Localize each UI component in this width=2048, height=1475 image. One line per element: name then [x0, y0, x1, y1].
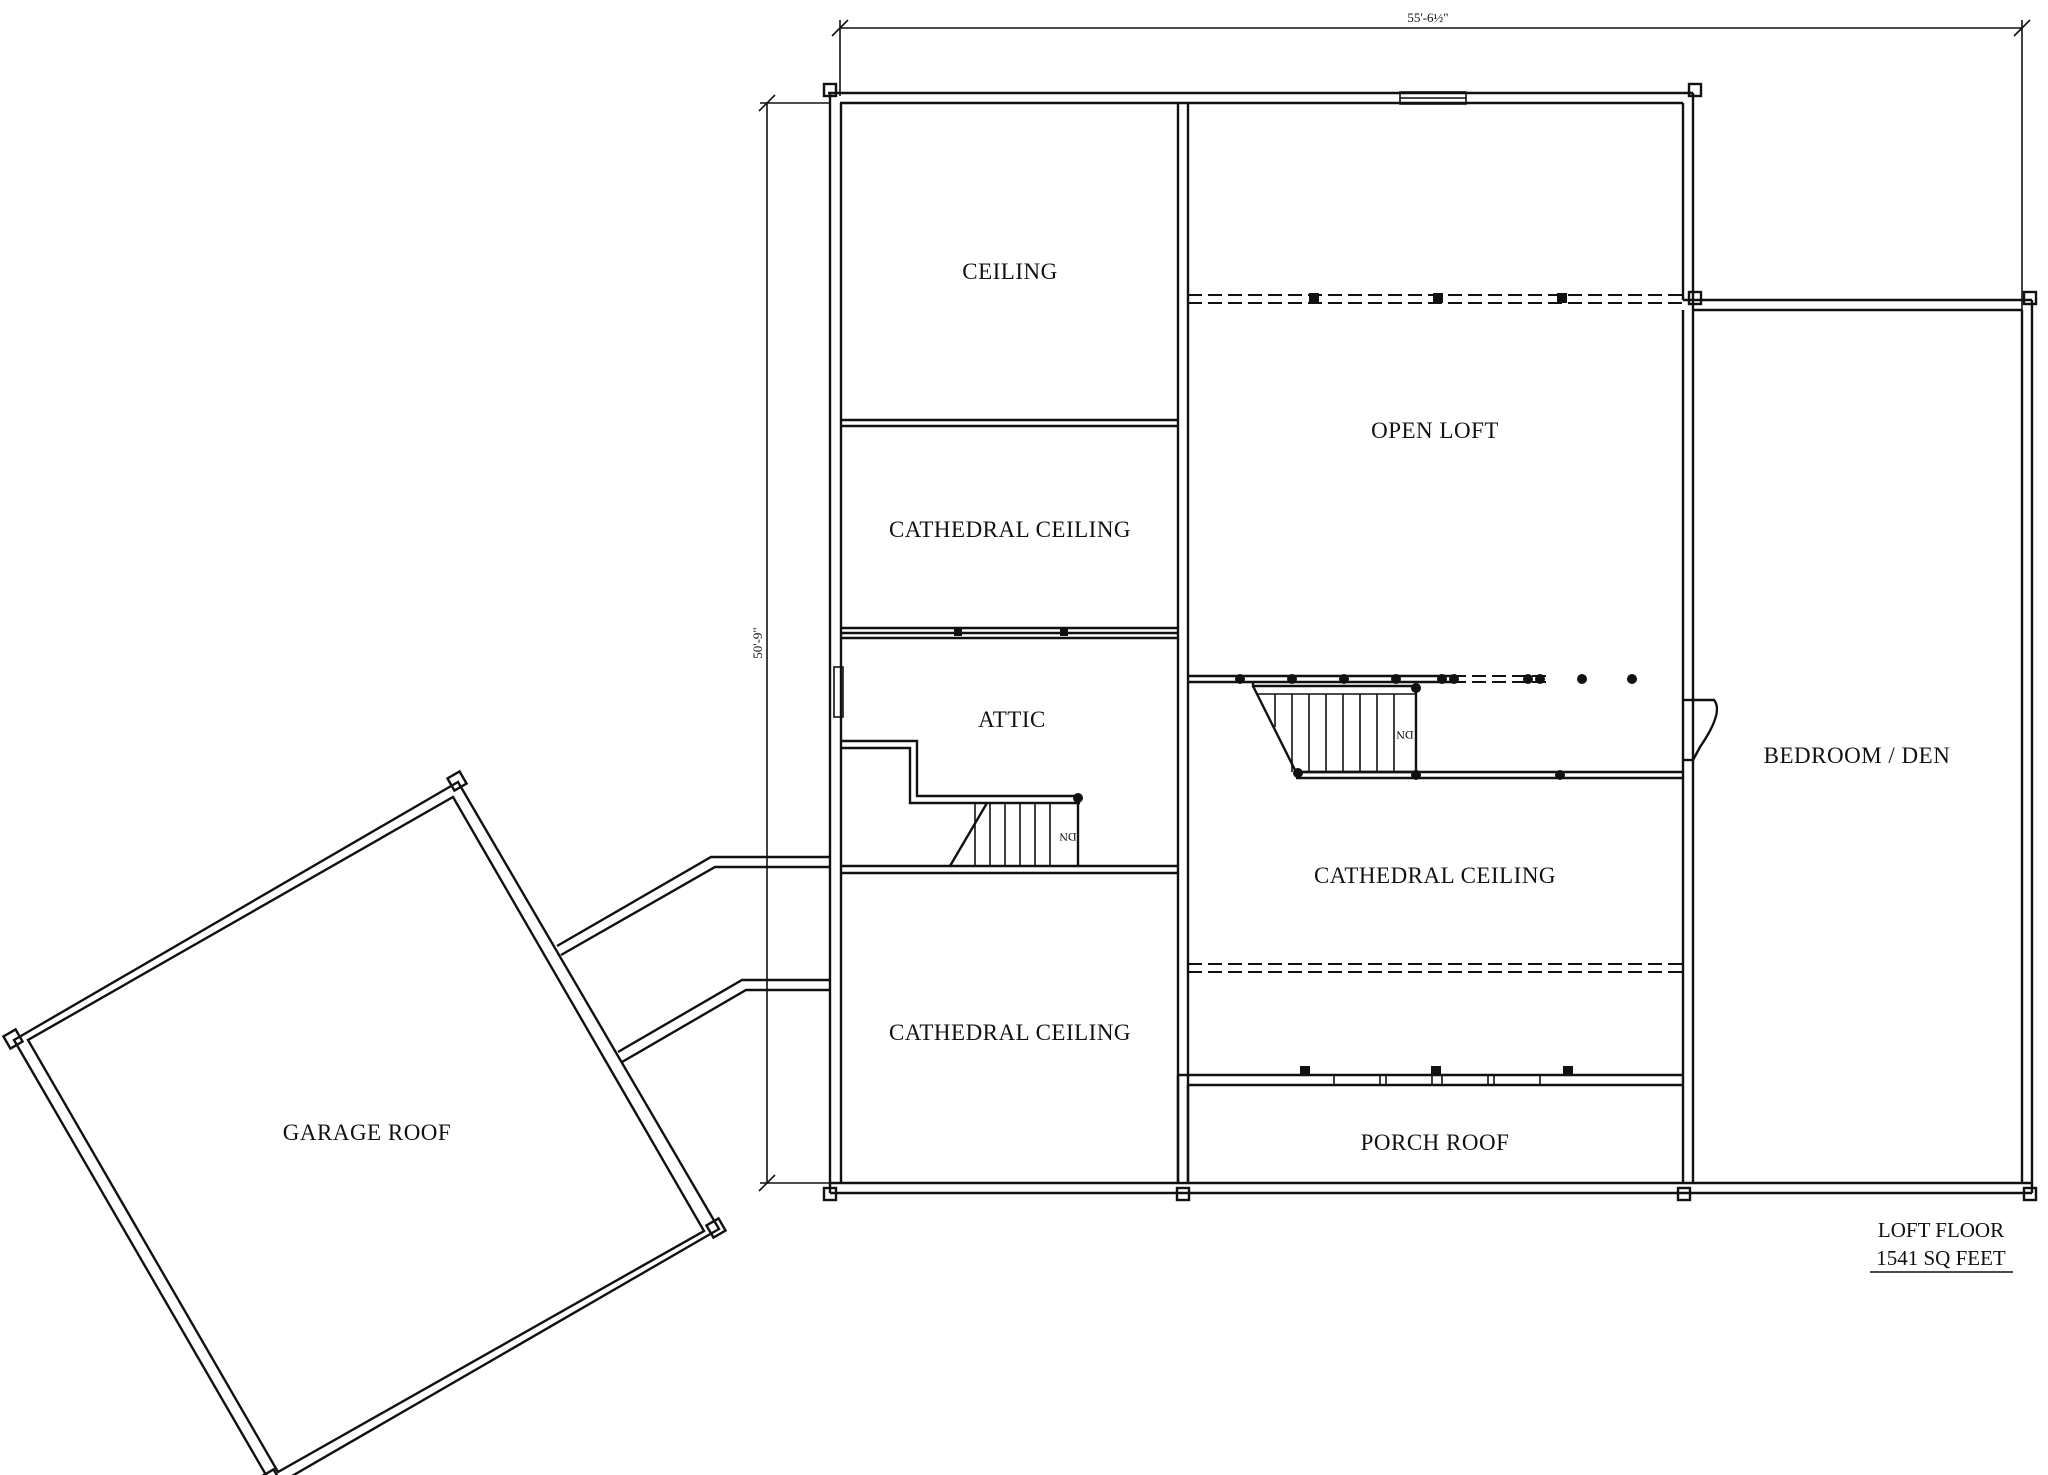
room-label-bedroom-den: BEDROOM / DEN [1764, 743, 1951, 768]
center-stair-dn-label: DN [1396, 728, 1414, 742]
exterior-walls [828, 91, 2034, 1195]
bedroom-door [1683, 698, 1719, 762]
left-stair-dn-label: DN [1059, 830, 1077, 844]
caption-area: 1541 SQ FEET [1876, 1246, 2006, 1270]
top-window [1399, 91, 1467, 105]
room-label-cathedral-ceiling-lower: CATHEDRAL CEILING [889, 1020, 1131, 1045]
garage-roof-outline [1, 769, 728, 1475]
left-window [833, 666, 844, 718]
room-label-attic: ATTIC [978, 707, 1046, 732]
interior-center-wall [1176, 103, 1190, 1183]
porch-roof-walls [1176, 1073, 1683, 1183]
caption-title: LOFT FLOOR [1878, 1218, 2004, 1242]
room-label-open-loft: OPEN LOFT [1371, 418, 1499, 443]
left-room-dividers [841, 418, 1178, 875]
mid-railing [1188, 674, 1637, 684]
room-label-garage-roof: GARAGE ROOF [283, 1120, 451, 1145]
center-stair [1251, 682, 1421, 778]
upper-beam [1188, 293, 1683, 304]
porch-windows [1300, 1066, 1573, 1086]
attic-beam-posts [954, 628, 1068, 636]
height-dimension-line [758, 94, 830, 1192]
lower-beam [1188, 963, 1683, 973]
height-dimension-label: 50'-9" [750, 627, 765, 658]
width-dimension-label: 55'-6½" [1407, 10, 1448, 25]
lower-stair-railing [1296, 770, 1683, 780]
left-stair [948, 802, 1080, 867]
left-stair-railing [841, 739, 1083, 805]
room-label-cathedral-ceiling-upper: CATHEDRAL CEILING [889, 517, 1131, 542]
room-label-cathedral-ceiling-center: CATHEDRAL CEILING [1314, 863, 1556, 888]
breezeway [556, 855, 830, 1064]
room-label-ceiling: CEILING [962, 259, 1057, 284]
log-corner-ticks [822, 82, 2038, 1202]
width-dimension-line [831, 19, 2031, 310]
room-label-porch-roof: PORCH ROOF [1361, 1130, 1510, 1155]
